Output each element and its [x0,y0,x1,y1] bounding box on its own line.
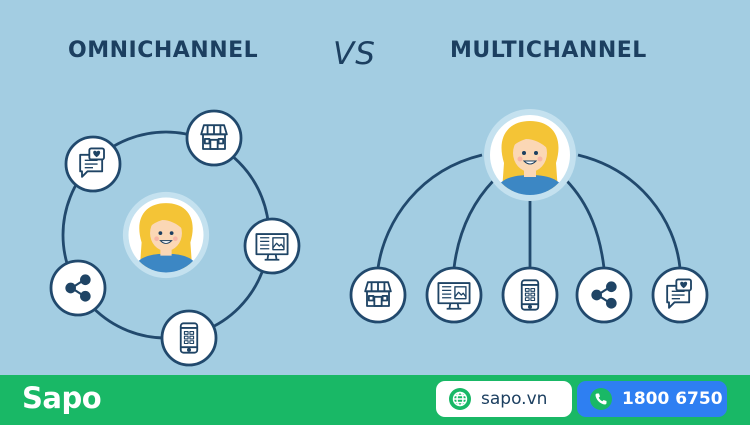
omni-chat-node [64,135,122,193]
omni-phone-node [160,309,218,367]
omnichannel-customer-avatar [123,192,209,278]
multi-phone-node [501,266,559,324]
multi-share-node [575,266,633,324]
phone-icon [590,388,612,410]
omni-store-node [185,109,243,167]
multi-store-node [349,266,407,324]
multichannel-customer-avatar [484,109,576,201]
omni-monitor-node [243,217,301,275]
link-monitor [452,179,496,269]
vs-label: VS [333,36,376,72]
omnichannel-diagram [49,109,301,367]
website-link[interactable]: sapo.vn [481,389,548,409]
globe-icon [449,388,471,410]
hotline-number[interactable]: 1800 6750 [622,389,723,409]
multichannel-links [376,153,682,269]
omni-share-node [49,259,107,317]
link-chat [577,153,682,269]
sapo-logo: Sapo [22,381,102,415]
multi-monitor-node [425,266,483,324]
link-store [376,153,483,269]
multichannel-diagram [349,109,709,324]
multi-chat-node [651,266,709,324]
link-share [564,179,606,269]
omnichannel-title: OMNICHANNEL [68,38,259,63]
multichannel-title: MULTICHANNEL [450,38,647,63]
